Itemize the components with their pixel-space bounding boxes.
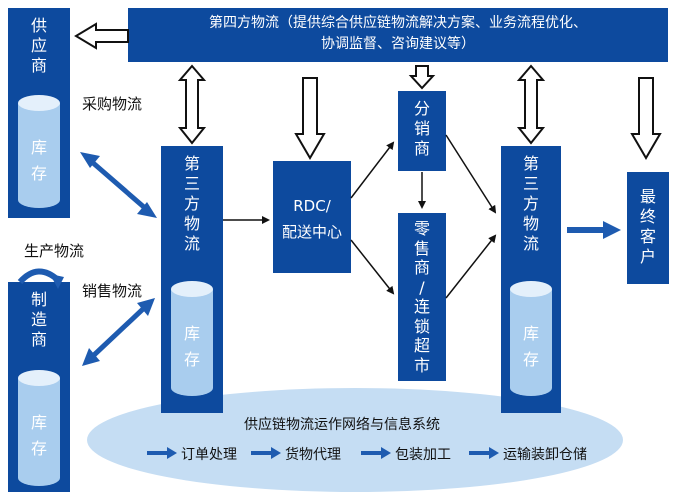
inventory-char: 库 bbox=[30, 413, 47, 432]
tpl-right-char: 第 bbox=[522, 154, 539, 173]
blue-arrow-supplier-tpl bbox=[80, 152, 157, 218]
step-order-processing: 订单处理 bbox=[181, 447, 237, 463]
supplier-inventory-cylinder bbox=[18, 95, 60, 208]
step-transport-storage: 运输装卸仓储 bbox=[503, 447, 587, 463]
manufacturer-char: 商 bbox=[30, 330, 47, 349]
supplier-inventory-label: 库 存 bbox=[19, 135, 59, 187]
distributor-box: 分 销 商 bbox=[398, 91, 446, 171]
step-freight-agency: 货物代理 bbox=[285, 447, 341, 463]
hollow-double-arrow-left-tpl bbox=[177, 64, 207, 145]
retailer-char: 连 bbox=[413, 297, 430, 316]
arrow-rdc-to-distributor bbox=[350, 141, 395, 199]
hollow-arrow-to-supplier bbox=[74, 22, 129, 50]
tpl-left-inventory-label: 库 存 bbox=[172, 321, 212, 373]
customer-char: 终 bbox=[639, 207, 656, 226]
sales-logistics-label: 销售物流 bbox=[82, 282, 143, 300]
procurement-logistics-label: 采购物流 bbox=[82, 95, 143, 113]
network-ellipse bbox=[87, 388, 623, 492]
retailer-char: 超 bbox=[413, 336, 430, 355]
distributor-char: 商 bbox=[413, 139, 430, 158]
customer-char: 客 bbox=[639, 227, 656, 246]
tpl-left-inventory-cylinder bbox=[171, 281, 213, 396]
tpl-right-char: 三 bbox=[522, 174, 539, 193]
distributor-char: 销 bbox=[413, 119, 430, 138]
supplier-char: 应 bbox=[30, 36, 47, 55]
supplier-char: 商 bbox=[30, 56, 47, 75]
retailer-box: 零 售 商 / 连 锁 超 市 bbox=[398, 213, 446, 381]
tpl-left-char: 三 bbox=[183, 174, 200, 193]
supplier-char: 供 bbox=[30, 16, 47, 35]
inventory-char: 库 bbox=[30, 138, 47, 157]
fourth-party-logistics-box: 第四方物流（提供综合供应链物流解决方案、业务流程优化、 协调监督、咨询建议等） bbox=[128, 8, 668, 62]
retailer-char: 零 bbox=[413, 219, 430, 238]
inventory-char: 存 bbox=[30, 439, 47, 458]
retailer-char: 售 bbox=[413, 238, 430, 258]
production-curved-arrow bbox=[17, 268, 64, 289]
hollow-arrow-to-rdc bbox=[294, 77, 326, 160]
fourth-party-line2: 协调监督、咨询建议等） bbox=[321, 36, 475, 52]
step-packaging-processing: 包装加工 bbox=[395, 447, 451, 463]
manufacturer-char: 造 bbox=[30, 310, 47, 329]
hollow-double-arrow-right-tpl bbox=[516, 64, 546, 145]
tpl-left-char: 方 bbox=[183, 194, 200, 213]
step-arrow bbox=[361, 447, 391, 459]
manufacturer-inventory-label: 库 存 bbox=[19, 410, 59, 462]
inventory-char: 存 bbox=[183, 350, 200, 369]
retailer-char: 商 bbox=[413, 258, 430, 277]
customer-char: 户 bbox=[639, 247, 656, 266]
manufacturer-inventory-cylinder bbox=[18, 370, 60, 486]
rdc-box: RDC/ 配送中心 bbox=[273, 161, 351, 273]
step-arrow bbox=[147, 447, 177, 459]
blue-arrow-manufacturer-tpl bbox=[82, 298, 155, 366]
hollow-arrow-to-customer bbox=[630, 77, 662, 160]
step-arrow bbox=[251, 447, 281, 459]
arrow-rdc-to-retailer bbox=[350, 239, 395, 295]
retailer-char: 锁 bbox=[413, 316, 430, 336]
rdc-line1: RDC/ bbox=[293, 197, 331, 215]
tpl-right-char: 流 bbox=[522, 234, 539, 253]
network-title: 供应链物流运作网络与信息系统 bbox=[244, 417, 440, 433]
production-logistics-label: 生产物流 bbox=[24, 242, 85, 260]
rdc-line2: 配送中心 bbox=[281, 223, 342, 241]
inventory-char: 库 bbox=[183, 324, 200, 343]
tpl-right-inventory-cylinder bbox=[510, 281, 552, 396]
retailer-char: 市 bbox=[413, 355, 430, 375]
inventory-char: 存 bbox=[522, 350, 539, 369]
step-arrow bbox=[469, 447, 499, 459]
manufacturer-char: 制 bbox=[30, 290, 47, 309]
tpl-right-inventory-label: 库 存 bbox=[511, 321, 551, 373]
tpl-left-char: 第 bbox=[183, 154, 200, 173]
retailer-char: / bbox=[419, 277, 425, 297]
customer-char: 最 bbox=[639, 187, 656, 206]
tpl-left-char: 物 bbox=[183, 214, 200, 233]
hollow-arrow-to-distributor bbox=[408, 65, 436, 90]
tpl-left-char: 流 bbox=[183, 234, 200, 253]
fourth-party-line1: 第四方物流（提供综合供应链物流解决方案、业务流程优化、 bbox=[209, 15, 587, 31]
arrow-distributor-to-tpl-right bbox=[445, 134, 497, 214]
distributor-char: 分 bbox=[413, 99, 430, 118]
inventory-char: 库 bbox=[522, 324, 539, 343]
tpl-right-char: 物 bbox=[522, 214, 539, 233]
inventory-char: 存 bbox=[30, 164, 47, 183]
blue-arrow-to-customer bbox=[567, 221, 621, 239]
tpl-right-char: 方 bbox=[522, 194, 539, 213]
arrow-retailer-to-tpl-right bbox=[445, 234, 497, 299]
final-customer-box: 最 终 客 户 bbox=[627, 172, 669, 284]
